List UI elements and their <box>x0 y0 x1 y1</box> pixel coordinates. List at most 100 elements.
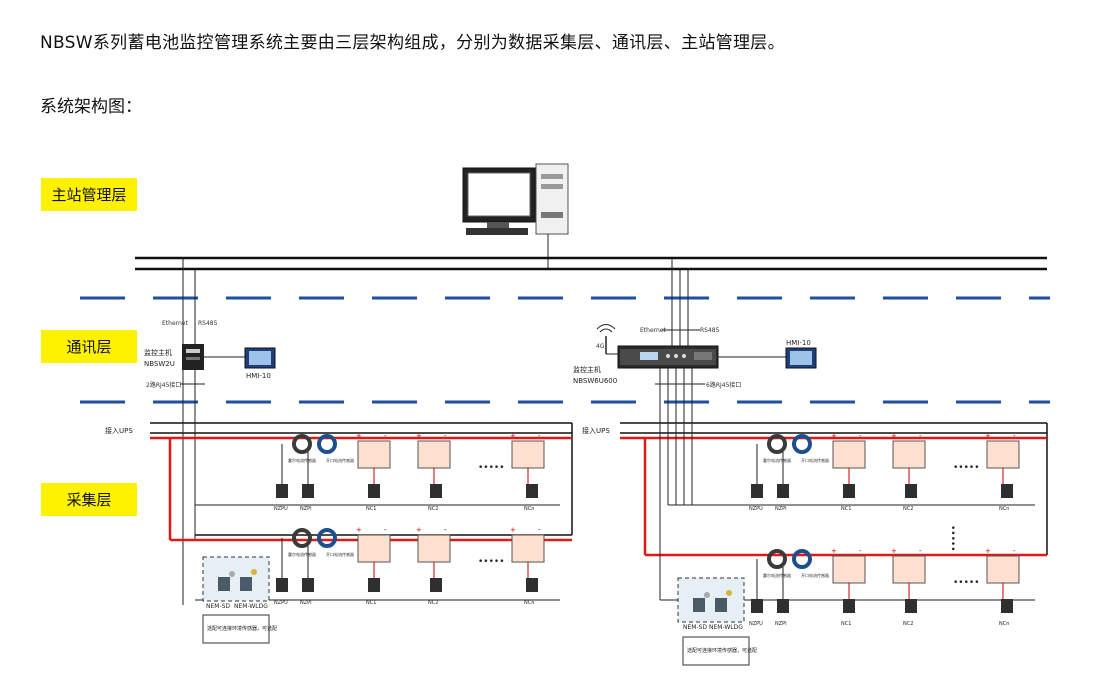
right-row1-battery-2 <box>892 440 926 469</box>
right-row2-row-ellipsis: ••••• <box>953 578 980 588</box>
right-host-title: 监控主机 <box>573 365 601 374</box>
right-row1-module-nzpu-label: NZPU <box>749 506 763 512</box>
right-row2-battery-2 <box>892 555 926 584</box>
left-row2-module-nzpu-label: NZPU <box>274 600 288 606</box>
right-row1-sensor-b-label: 开口电流传感器 <box>801 457 829 463</box>
left-row1-battery-plus-3: + <box>510 432 516 440</box>
left-row1-battery-minus-2: - <box>444 432 447 440</box>
right-row2-open-sensor-icon <box>792 549 813 569</box>
right-host-device-icon <box>617 345 719 369</box>
left-row2-module-nc1-icon <box>368 578 380 592</box>
right-row2-module-nzpu-label: NZPU <box>749 621 763 627</box>
right-row2-sensor-b-label: 开口电流传感器 <box>801 572 829 578</box>
right-row1-battery-minus-1: - <box>859 432 862 440</box>
left-rs485-label: RS485 <box>198 320 218 327</box>
left-row2-battery-2 <box>417 534 451 563</box>
right-env2-label: NEM-WLDG <box>709 624 743 631</box>
right-row1-battery-1 <box>832 440 866 469</box>
left-row1-battery-3 <box>511 440 545 469</box>
left-row2-open-sensor-icon <box>317 528 338 548</box>
left-row2-battery-plus-2: + <box>416 526 422 534</box>
right-ups-label: 接入UPS <box>582 426 610 435</box>
antenna-icon <box>596 324 616 354</box>
left-row1-row-ellipsis: ••••• <box>478 463 505 473</box>
left-row2-battery-plus-1: + <box>356 526 362 534</box>
left-env-box <box>202 556 270 602</box>
left-row1-battery-1 <box>357 440 391 469</box>
left-row1-module-nc2-label: NC2 <box>428 506 438 512</box>
left-row2-module-nc2-label: NC2 <box>428 600 438 606</box>
left-row1-module-nzpi-icon <box>302 484 314 498</box>
left-env-note: 选配可连接环境传感器，可选配 <box>207 625 277 632</box>
right-row2-module-nc1-icon <box>843 599 855 613</box>
right-hmi-label: HMI-10 <box>786 339 811 347</box>
right-row2-battery-1 <box>832 555 866 584</box>
left-row1-battery-minus-1: - <box>384 432 387 440</box>
intro-paragraph: NBSW系列蓄电池监控管理系统主要由三层架构组成，分别为数据采集层、通讯层、主站… <box>40 33 785 53</box>
right-row1-module-ncn-label: NCn <box>999 506 1009 512</box>
right-row2-module-nzpu-icon <box>751 599 763 613</box>
right-row1-battery-plus-2: + <box>891 432 897 440</box>
right-row1-module-ncn-icon <box>1001 484 1013 498</box>
left-host-title: 监控主机 <box>144 348 172 357</box>
left-env1-label: NEM-SD <box>206 603 230 610</box>
left-host-model: NBSW2U <box>144 360 175 368</box>
right-env-note: 选配可连接环境传感器，可选配 <box>687 647 757 654</box>
left-row1-module-nc2-icon <box>430 484 442 498</box>
right-row2-battery-plus-3: + <box>985 547 991 555</box>
right-row1-battery-minus-2: - <box>919 432 922 440</box>
left-row1-open-sensor-icon <box>317 434 338 454</box>
left-row1-battery-plus-1: + <box>356 432 362 440</box>
left-row1-battery-minus-3: - <box>538 432 541 440</box>
right-row1-open-sensor-icon <box>792 434 813 454</box>
left-row1-sensor-b-label: 开口电流传感器 <box>326 457 354 463</box>
right-4g-label: 4G <box>596 343 605 350</box>
right-row2-module-ncn-label: NCn <box>999 621 1009 627</box>
left-row1-hall-sensor-icon <box>292 434 313 454</box>
right-vertical-ellipsis: ••••• <box>947 525 957 552</box>
left-row2-module-ncn-icon <box>526 578 538 592</box>
left-host-device-icon <box>182 344 204 370</box>
right-host-model: NBSW6U600 <box>573 377 617 385</box>
left-row2-module-nzpu-icon <box>276 578 288 592</box>
right-row2-battery-plus-1: + <box>831 547 837 555</box>
right-row2-battery-minus-2: - <box>919 547 922 555</box>
left-row1-module-nc1-label: NC1 <box>366 506 376 512</box>
right-row1-battery-3 <box>986 440 1020 469</box>
right-row2-module-nc2-label: NC2 <box>903 621 913 627</box>
right-hmi-icon <box>785 347 817 369</box>
right-row1-module-nzpi-label: NZPI <box>775 506 787 512</box>
left-row2-sensor-b-label: 开口电流传感器 <box>326 551 354 557</box>
left-hmi-icon <box>244 347 276 369</box>
left-row1-module-nzpu-icon <box>276 484 288 498</box>
left-row2-row-ellipsis: ••••• <box>478 557 505 567</box>
right-row2-module-nzpi-label: NZPI <box>775 621 787 627</box>
left-row2-battery-1 <box>357 534 391 563</box>
right-row1-row-ellipsis: ••••• <box>953 463 980 473</box>
left-row1-battery-2 <box>417 440 451 469</box>
right-row1-module-nc1-icon <box>843 484 855 498</box>
right-row2-hall-sensor-icon <box>767 549 788 569</box>
left-row2-battery-minus-2: - <box>444 526 447 534</box>
left-row2-battery-3 <box>511 534 545 563</box>
left-rj45-label: 2路RJ45接口 <box>146 381 181 389</box>
left-row2-module-nc1-label: NC1 <box>366 600 376 606</box>
left-ethernet-label: Ethernet <box>162 320 188 327</box>
master-computer-icon <box>462 163 569 235</box>
left-row1-module-nzpi-label: NZPI <box>300 506 312 512</box>
right-row2-module-nc1-label: NC1 <box>841 621 851 627</box>
left-row1-module-ncn-label: NCn <box>524 506 534 512</box>
right-row1-module-nzpu-icon <box>751 484 763 498</box>
right-row2-module-ncn-icon <box>1001 599 1013 613</box>
right-row1-battery-plus-1: + <box>831 432 837 440</box>
right-env-box <box>677 577 745 623</box>
right-row2-sensor-a-label: 霍尔电流传感器 <box>763 572 791 578</box>
left-row2-hall-sensor-icon <box>292 528 313 548</box>
layer-master-tag: 主站管理层 <box>41 178 137 211</box>
right-row2-battery-minus-3: - <box>1013 547 1016 555</box>
left-hmi-label: HMI-10 <box>246 372 271 380</box>
left-row2-module-nzpi-icon <box>302 578 314 592</box>
left-row1-module-nzpu-label: NZPU <box>274 506 288 512</box>
right-row1-sensor-a-label: 霍尔电流传感器 <box>763 457 791 463</box>
